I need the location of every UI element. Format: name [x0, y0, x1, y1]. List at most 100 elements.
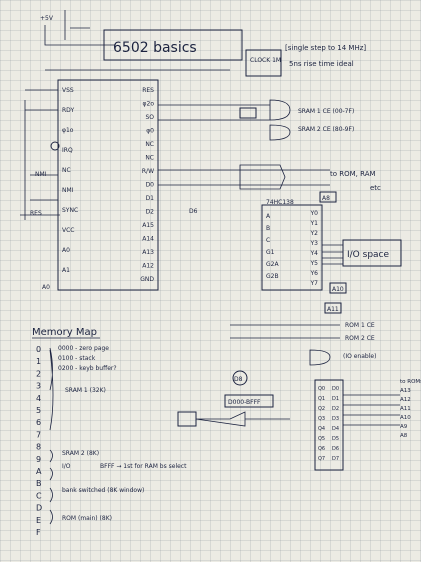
cpu-right-pin: SO — [145, 114, 154, 121]
range-box — [224, 394, 274, 408]
cpu-right-pin: D0 — [146, 182, 155, 189]
rom-address-pin: A9 — [400, 424, 408, 430]
latch-pin: Q0 — [318, 386, 325, 392]
memory-map-row: 0 — [36, 345, 41, 354]
memory-map-row: C — [36, 491, 42, 500]
decoder-output-pin: Y7 — [310, 280, 319, 287]
data-bus — [158, 164, 330, 190]
decoder-name: 74HC138 — [266, 199, 294, 206]
memory-map-row: 5 — [36, 406, 41, 415]
res-label: RES — [30, 210, 42, 217]
cpu-left-pin: A1 — [62, 267, 70, 274]
memory-map-note: I/O — [62, 463, 71, 470]
pin-marker — [50, 141, 60, 151]
lower-wiring — [230, 324, 340, 366]
a15-box — [239, 107, 257, 119]
top-plus5v: +5V — [40, 15, 54, 22]
buffer-gate — [195, 411, 290, 427]
memory-map-row: 1 — [36, 357, 41, 366]
memory-map-row: 4 — [36, 394, 41, 403]
cpu-right-pin: GND — [140, 276, 154, 283]
a8-box — [319, 191, 337, 203]
top-wiring — [44, 10, 230, 71]
rom-address-pin: to ROMs — [400, 379, 421, 385]
cpu-right-pin: NC — [145, 155, 154, 162]
memory-map-note: SRAM 1 (32K) — [65, 387, 106, 394]
latch-pin: Q7 — [318, 456, 325, 462]
decoder-input-pin: G1 — [266, 249, 275, 256]
cpu-right-pin: A14 — [142, 236, 154, 243]
decoder-output-pin: Y0 — [310, 210, 319, 217]
range-label: D000-BFFF — [228, 399, 261, 406]
memory-map-note: bank switched (8K window) — [62, 487, 144, 494]
rom-address-pin: A10 — [400, 415, 411, 421]
memory-map-row: 3 — [36, 382, 41, 391]
latch-pin: D1 — [332, 396, 339, 402]
decoder-output-pin: Y5 — [310, 260, 319, 267]
rom-ram-label-1: to ROM, RAM — [330, 170, 376, 178]
cpu-right-pin: φ0 — [146, 128, 154, 135]
rom-wires — [343, 394, 400, 426]
cpu-left-pin: VSS — [62, 87, 74, 94]
sram-gates — [158, 99, 291, 141]
memory-map-note: 0000 - zero page — [58, 345, 109, 352]
memory-map-row: 8 — [36, 443, 41, 452]
latch-pin: D6 — [332, 446, 339, 452]
left-wiring — [20, 89, 60, 220]
a10-label: A10 — [332, 286, 344, 293]
cpu-right-pin: RES — [142, 87, 154, 94]
sram1-label: SRAM 1 CE (00-7F) — [298, 108, 354, 115]
rom-address-pin: A13 — [400, 388, 411, 394]
cpu-right-pin: D2 — [146, 209, 155, 216]
latch-pin: D4 — [332, 426, 339, 432]
cpu-right-pin: A12 — [142, 263, 154, 270]
memory-map-note: BFFF → 1st for RAM bs select — [100, 463, 187, 470]
latch-pin: D0 — [332, 386, 339, 392]
memory-map-row: 9 — [36, 455, 41, 464]
d8-label: D8 — [234, 376, 243, 383]
decoder-input-pin: G2A — [266, 261, 279, 268]
cpu-left-pin: NC — [62, 167, 71, 174]
rom-address-pin: A11 — [400, 406, 411, 412]
latch-pin: Q6 — [318, 446, 325, 452]
rom-ram-label-2: etc — [370, 184, 381, 192]
note-line-2: 5ns rise time ideal — [289, 60, 354, 68]
latch-pin: D5 — [332, 436, 339, 442]
cpu-left-pin: φ1o — [62, 127, 74, 134]
memory-map-note: 0100 - stack — [58, 355, 96, 362]
d8-circle — [232, 370, 248, 386]
memory-map-row: 6 — [36, 418, 41, 427]
cpu-left-pin: A0 — [62, 247, 70, 254]
decoder-input-pin: G2B — [266, 273, 279, 280]
cpu-left-pin: SYNC — [62, 207, 78, 214]
memory-map-braces — [49, 347, 54, 525]
io-box — [342, 239, 402, 267]
memory-map-row: D — [36, 504, 42, 513]
clock-box — [245, 49, 282, 77]
a11-label: A11 — [327, 306, 339, 313]
d6-label: D6 — [189, 208, 198, 215]
decoder-output-pin: Y6 — [310, 270, 319, 277]
memory-map-row: E — [36, 516, 41, 525]
cpu-right-pin: D1 — [146, 195, 155, 202]
latch-pin: Q5 — [318, 436, 325, 442]
latch-pin: Q3 — [318, 416, 325, 422]
a11-box — [324, 302, 342, 314]
decoder-output-pin: Y1 — [310, 220, 319, 227]
nmi-label: NMI — [35, 171, 47, 178]
cpu-right-pin: R/W — [142, 168, 154, 175]
memory-map-row: 7 — [36, 430, 41, 439]
decoder-output-pin: Y4 — [310, 250, 319, 257]
decoder-input-pin: A — [266, 213, 271, 220]
rom2-ce: ROM 2 CE — [345, 335, 375, 342]
a0-label: A0 — [42, 284, 50, 291]
